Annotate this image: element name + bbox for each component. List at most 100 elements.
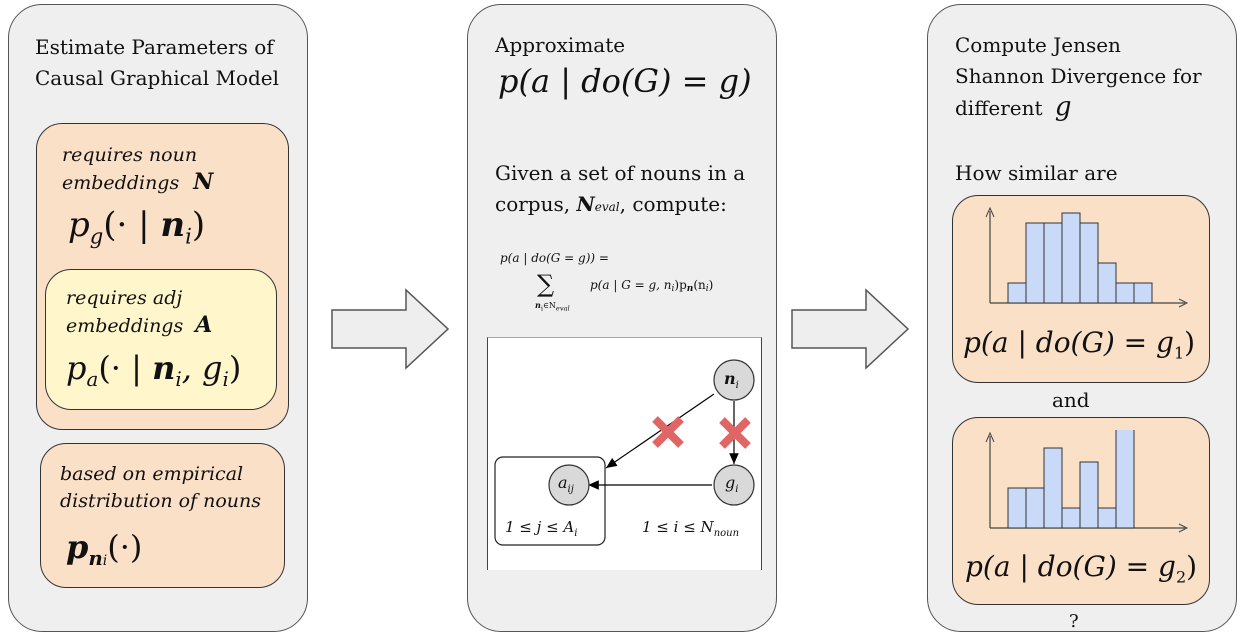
- empirical-note-line1: based on empirical: [60, 463, 244, 485]
- adj-formula-g-sub: i: [222, 367, 229, 391]
- panel3-title: Compute Jensen Shannon Divergence for di…: [955, 30, 1202, 124]
- panel1-title-line2: Causal Graphical Model: [35, 66, 280, 90]
- node-gender-label-text: g: [725, 473, 736, 492]
- plate-adjective-sub: i: [574, 528, 578, 539]
- panel3-question: How similar are: [955, 161, 1118, 185]
- plate-noun-sub: noun: [713, 528, 740, 539]
- panel1-title: Estimate Parameters of Causal Graphical …: [35, 32, 279, 94]
- cut-edge-mark-2: [719, 417, 751, 449]
- adj-formula-mid: , g: [181, 349, 223, 387]
- noun-formula: pg(· | ni): [68, 205, 205, 248]
- node-adjective-label-sub: ij: [567, 484, 574, 496]
- adj-embedding-box: [45, 269, 277, 410]
- noun-note: requires noun embeddings N: [62, 142, 213, 197]
- panel3-title-line2: Shannon Divergence for: [955, 64, 1202, 88]
- adj-formula-end: ): [228, 349, 242, 387]
- adj-formula-p: p: [66, 349, 87, 387]
- eq-sum-sub3: eval: [555, 304, 570, 313]
- plate-noun-text: 1 ≤ i ≤ N: [642, 518, 714, 536]
- histogram-2-x-arrow: [1178, 523, 1189, 533]
- edge-n-to-a: [605, 393, 715, 469]
- hist1-formula-end: ): [1184, 326, 1196, 359]
- panel2-desc-sub: eval: [594, 200, 620, 214]
- empirical-note-line2: distribution of nouns: [60, 490, 262, 512]
- eq-sum-sub1: n: [535, 300, 541, 310]
- empirical-note: based on empirical distribution of nouns: [60, 461, 261, 515]
- panel2-description: Given a set of nouns in a corpus, Neval,…: [495, 158, 745, 223]
- histogram-2-bar: [1115, 430, 1135, 529]
- plate-noun-label: 1 ≤ i ≤ Nnoun: [642, 518, 739, 539]
- histogram-2-bar: [1007, 487, 1027, 529]
- node-gender: [713, 464, 755, 506]
- node-gender-label-sub: i: [735, 484, 739, 496]
- hist2-formula-sub: 2: [1175, 567, 1187, 587]
- adj-formula-sub: a: [86, 367, 99, 391]
- eq-sum-subscript: ni∈Neval: [535, 300, 570, 313]
- plate-adjective-label: 1 ≤ j ≤ Ai: [505, 518, 577, 539]
- node-adjective: [548, 464, 590, 506]
- histogram-1-bar: [1007, 282, 1027, 304]
- eq-line2-tail: (n: [693, 278, 706, 292]
- question-mark: ?: [1069, 611, 1079, 632]
- histogram-1-y-arrow: [985, 206, 995, 218]
- histogram-2-bar: [1079, 461, 1099, 529]
- adj-note-line1: requires adj: [66, 287, 183, 309]
- adj-note: requires adj embeddings A: [66, 285, 212, 340]
- panel2-desc-symbol: N: [576, 192, 595, 216]
- panel2-desc-line1: Given a set of nouns in a: [495, 161, 746, 185]
- eq-line2-end: )p: [674, 278, 687, 292]
- panel2-main-formula-text: p(a | do(G) = g): [498, 62, 752, 100]
- panel1-title-line1: Estimate Parameters of: [35, 35, 274, 59]
- histogram-2-y-arrow: [985, 431, 995, 443]
- eq-line1: p(a | do(G = g)) =: [500, 251, 609, 265]
- empirical-formula: pni(·): [66, 528, 142, 570]
- and-label: and: [1052, 388, 1090, 412]
- histogram-1-bar: [1025, 222, 1045, 304]
- empirical-formula-end: (·): [107, 528, 143, 566]
- noun-formula-p: p: [68, 205, 90, 245]
- node-adjective-label: aij: [558, 473, 574, 495]
- flow-arrow-1: [331, 288, 450, 370]
- noun-symbol: N: [193, 169, 214, 195]
- histogram-1: [985, 206, 1189, 308]
- histogram-1-bar: [1043, 222, 1063, 304]
- histogram-1-bar: [1097, 262, 1117, 304]
- histogram-1-bar: [1079, 222, 1099, 304]
- adj-formula: pa(· | ni, gi): [66, 349, 241, 391]
- histogram-2-bar: [1025, 487, 1045, 529]
- empirical-formula-p: p: [66, 528, 89, 566]
- histogram-2-bar: [1097, 507, 1117, 529]
- eq-sum-symbol: ∑: [537, 270, 555, 298]
- histogram-1-bar: [1115, 282, 1135, 304]
- histogram-1-x-arrow: [1178, 298, 1189, 308]
- panel2-title: Approximate: [495, 33, 626, 57]
- flow-arrow-2: [791, 288, 910, 370]
- eq-line2: p(a | G = g, ni)pn(ni): [590, 278, 714, 294]
- node-adjective-label-text: a: [558, 473, 568, 492]
- panel2-main-formula: p(a | do(G) = g): [498, 62, 752, 100]
- panel2-desc-line2b: , compute:: [619, 192, 727, 216]
- plate-adjective-text: 1 ≤ j ≤ A: [505, 518, 575, 536]
- hist1-formula-text: p(a | do(G) = g: [963, 326, 1174, 359]
- panel2-desc-line2a: corpus,: [495, 192, 571, 216]
- hist2-formula-text: p(a | do(G) = g: [965, 550, 1176, 583]
- node-noun-label: ni: [724, 369, 739, 391]
- panel3-title-line1: Compute Jensen: [955, 33, 1121, 57]
- noun-formula-rest: (· |: [103, 205, 161, 245]
- histogram-1-bar: [1061, 212, 1081, 304]
- noun-formula-var-sub: i: [185, 223, 192, 249]
- noun-note-line1: requires noun: [62, 144, 198, 166]
- histogram-2: [985, 430, 1189, 533]
- adj-formula-var: n: [152, 349, 176, 387]
- hist1-formula: p(a | do(G) = g1): [963, 326, 1195, 363]
- eq-sum-sub2: ∈N: [542, 301, 556, 310]
- adj-note-line2: embeddings: [66, 315, 184, 337]
- histogram-2-bar: [1043, 447, 1063, 529]
- node-noun-label-sub: i: [735, 380, 739, 392]
- hist2-formula: p(a | do(G) = g2): [965, 550, 1197, 587]
- noun-formula-var: n: [160, 205, 186, 245]
- panel3-title-var: g: [1054, 92, 1072, 122]
- node-noun: [713, 359, 755, 401]
- empirical-formula-subsub: i: [102, 552, 108, 569]
- histogram-2-bar: [1061, 507, 1081, 529]
